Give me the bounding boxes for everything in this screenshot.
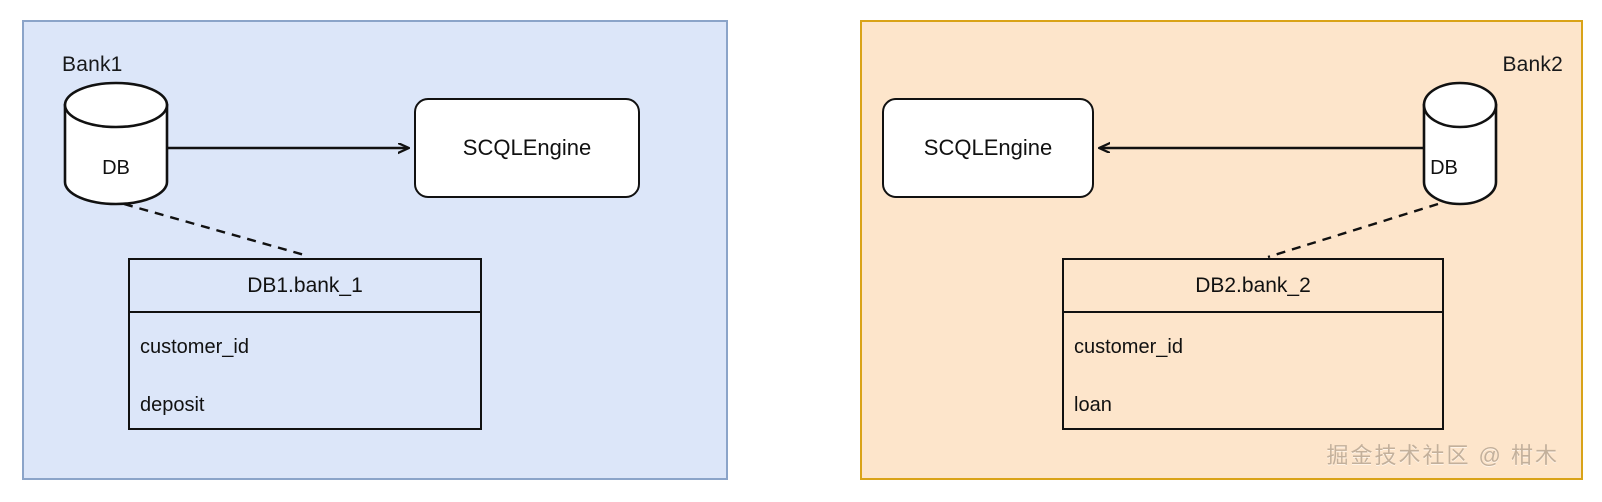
database-label-bank1: DB (102, 157, 130, 179)
table-field: deposit (140, 394, 205, 416)
table-field: loan (1074, 394, 1112, 416)
table-title-bank2: DB2.bank_2 (1064, 260, 1442, 313)
table-field: customer_id (140, 336, 249, 358)
table-fields-bank2: customer_id loan (1064, 313, 1442, 442)
engine-box-bank1[interactable]: SCQLEngine (414, 98, 640, 198)
panel-bank2-label: Bank2 (1502, 53, 1563, 76)
table-db2-bank-2: DB2.bank_2 customer_id loan (1062, 258, 1444, 430)
engine-box-bank2[interactable]: SCQLEngine (882, 98, 1094, 198)
database-cylinder-bank2 (1422, 81, 1498, 206)
table-db1-bank-1: DB1.bank_1 customer_id deposit (128, 258, 482, 430)
dashed-link-db-to-table-bank2 (1267, 202, 1439, 259)
panel-bank1-label: Bank1 (62, 53, 123, 76)
database-cylinder-bank1 (63, 81, 169, 206)
dashed-link-db-to-table-bank1 (123, 202, 309, 258)
table-title-bank1: DB1.bank_1 (130, 260, 480, 313)
database-label-bank2: DB (1430, 157, 1458, 179)
watermark-text: 掘金技术社区 @ 柑木 (1326, 443, 1559, 468)
table-fields-bank1: customer_id deposit (130, 313, 480, 442)
table-field: customer_id (1074, 336, 1183, 358)
